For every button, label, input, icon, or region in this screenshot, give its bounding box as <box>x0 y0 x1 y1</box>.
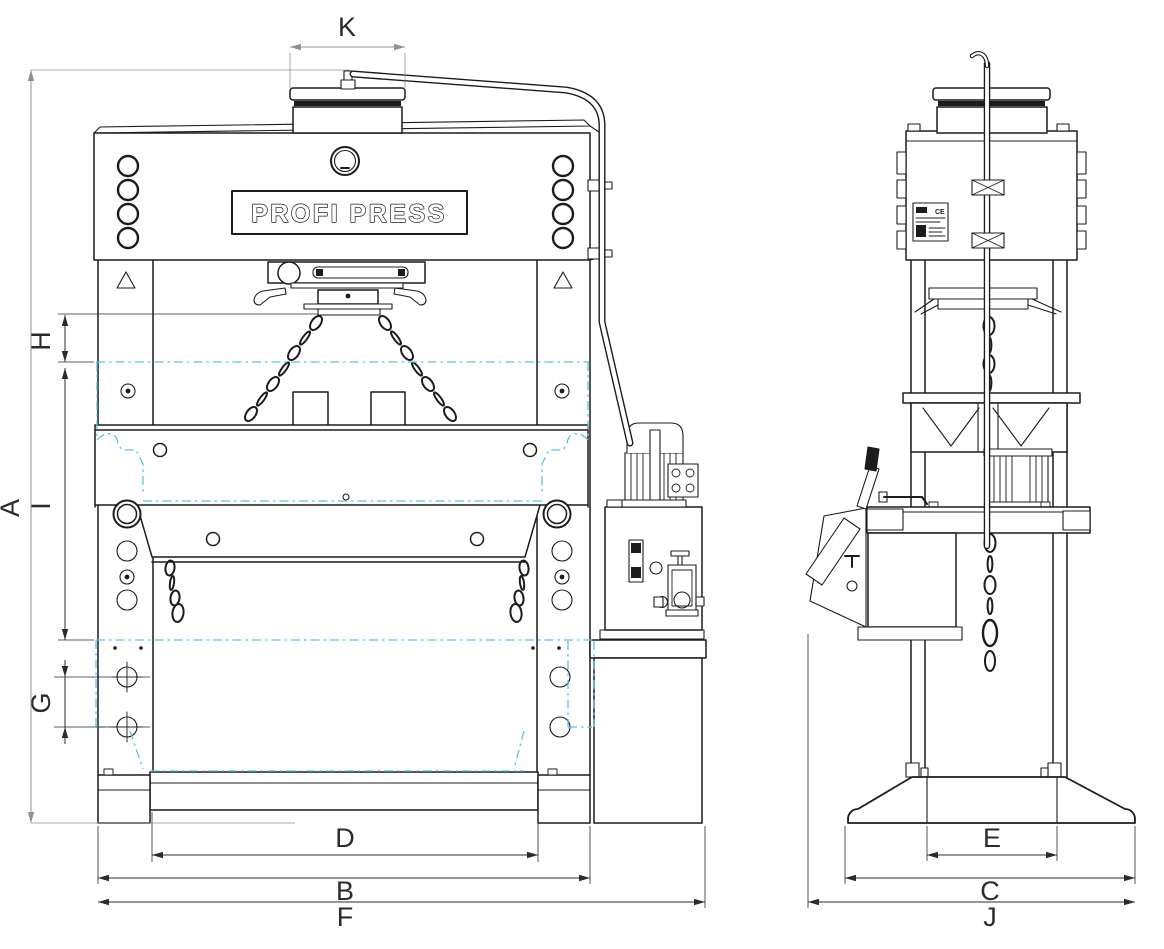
pressure-regulator <box>653 550 705 617</box>
dim-label-g: G <box>26 692 56 713</box>
pump-unit <box>599 422 705 640</box>
dim-label-e: E <box>983 823 1001 853</box>
press-cylinder <box>289 70 406 134</box>
triangle-mark-right <box>553 271 573 289</box>
side-foot <box>847 762 1136 824</box>
hose-fitting <box>340 79 356 90</box>
ce-mark: CE <box>935 209 945 216</box>
ram-handle-left <box>253 287 287 306</box>
lever-arm <box>856 465 880 510</box>
oil-level-gauge <box>628 539 644 583</box>
dim-label-d: D <box>335 823 355 853</box>
side-motor <box>983 448 1053 503</box>
triangle-mark-left <box>116 271 136 289</box>
dim-A: A <box>0 69 350 824</box>
dim-K: K <box>289 12 406 88</box>
dim-I: I <box>26 368 94 641</box>
hose-clamp-lower <box>971 232 1005 249</box>
chain-right <box>378 314 457 423</box>
dim-label-k: K <box>338 12 356 42</box>
head-bolt-holes-left <box>116 154 140 250</box>
press-head: PROFI PRESS <box>93 119 613 261</box>
dim-F: F <box>98 826 706 932</box>
side-head-bolts <box>896 151 1087 250</box>
dim-J: J <box>807 634 1135 932</box>
ram-assembly <box>253 261 427 316</box>
table-pin-right <box>542 499 572 529</box>
dim-label-c: C <box>980 876 1000 906</box>
pump-pedestal <box>589 639 707 824</box>
side-tank <box>857 532 963 641</box>
dim-label-h: H <box>26 331 56 351</box>
head-bolt-holes-right <box>551 154 575 250</box>
dim-label-b: B <box>336 876 354 906</box>
v-block-right <box>370 391 406 427</box>
lever-knob <box>864 446 880 472</box>
front-view: PROFI PRESS <box>93 70 707 824</box>
dim-D: D <box>151 812 539 862</box>
dimensions-gray: A K <box>0 12 406 824</box>
v-block-left <box>292 391 329 427</box>
dim-B: B <box>97 826 591 906</box>
side-chain-lower <box>981 533 999 672</box>
dim-E: E <box>926 823 1058 861</box>
dim-G: G <box>26 660 150 744</box>
side-table <box>866 501 1091 534</box>
electric-motor <box>621 422 699 508</box>
hydraulic-hose <box>349 70 634 447</box>
filler-cap <box>330 146 360 176</box>
dim-H: H <box>26 313 318 363</box>
chain-left <box>244 314 323 423</box>
brand-text: PROFI PRESS <box>251 200 447 228</box>
side-pump-lever <box>805 446 928 628</box>
dim-C: C <box>844 826 1136 906</box>
terminal-box <box>667 463 699 498</box>
ram-handle-right <box>393 287 427 306</box>
dim-label-i: I <box>26 502 56 510</box>
base-beam <box>149 771 539 811</box>
foot-left <box>97 768 151 824</box>
nameplate: CE <box>912 202 949 242</box>
side-hose <box>969 51 1005 550</box>
dim-label-a: A <box>0 499 25 517</box>
chain-left-lower <box>164 559 185 623</box>
work-table <box>94 424 589 563</box>
brand-plate: PROFI PRESS <box>231 190 468 235</box>
chain-right-lower <box>509 559 530 623</box>
side-view: CE <box>805 51 1136 824</box>
side-cylinder <box>932 87 1051 134</box>
table-pin-left <box>112 499 142 529</box>
pump-cylinder <box>805 517 861 586</box>
dimensions: H I G D <box>26 313 1136 932</box>
hose-clamp-upper <box>971 179 1005 196</box>
dim-label-f: F <box>337 902 354 932</box>
side-upper-table <box>902 392 1081 503</box>
foot-right <box>537 768 591 824</box>
dim-label-j: J <box>983 902 997 932</box>
side-ram-bracket <box>914 287 1062 315</box>
